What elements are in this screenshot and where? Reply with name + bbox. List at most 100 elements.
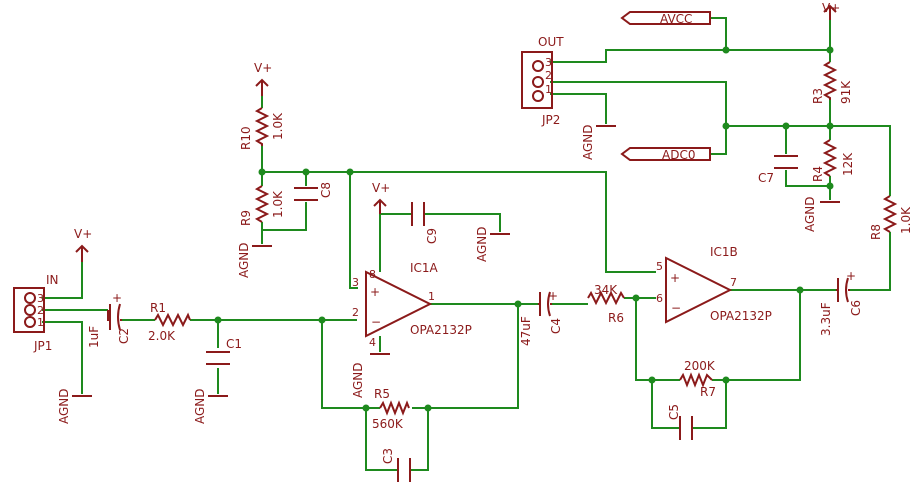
connector-body xyxy=(521,51,553,109)
pin-number: 1 xyxy=(428,290,435,303)
capacitor-ref: C5 xyxy=(667,404,681,420)
junction-dot xyxy=(214,316,222,324)
capacitor-plates xyxy=(836,277,850,303)
resistor-value: 200K xyxy=(684,359,716,373)
capacitor-plates xyxy=(679,416,693,440)
vplus-arrow-icon xyxy=(823,4,837,20)
junction-dot xyxy=(826,46,834,54)
wire-r5-right xyxy=(412,304,519,409)
capacitor-plates xyxy=(107,303,122,331)
wire-c7-bottom xyxy=(785,170,830,187)
resistor-r1: R1 2.0K xyxy=(148,301,191,343)
wires xyxy=(42,17,891,471)
pin-number: 7 xyxy=(730,276,737,289)
resistor-value: 1.0K xyxy=(899,206,913,234)
junction-dot xyxy=(782,122,790,130)
vplus-symbol: V+ xyxy=(74,227,92,262)
capacitor-ref: C9 xyxy=(425,228,439,244)
resistor-ref: R9 xyxy=(239,210,253,226)
port-label: AVCC xyxy=(660,12,692,26)
resistor-zigzag xyxy=(679,372,713,388)
junction-dot xyxy=(648,376,656,384)
resistor-value: 34K xyxy=(594,283,618,297)
wire-c3-right xyxy=(410,408,429,471)
opamp-part: OPA2132P xyxy=(710,309,772,323)
ground-symbol: AGND xyxy=(351,353,390,398)
vplus-symbol: V+ xyxy=(372,181,390,214)
wire-adc0 xyxy=(710,126,727,155)
capacitor-c4: + 47uF C4 xyxy=(519,289,563,346)
port-avcc: AVCC xyxy=(620,11,711,26)
wire-c9-right xyxy=(424,213,501,232)
pin-number: 2 xyxy=(352,306,359,319)
ground-symbol: AGND xyxy=(237,242,272,278)
opamp-part: OPA2132P xyxy=(410,323,472,337)
connector-body xyxy=(13,287,45,333)
pin-number: 3 xyxy=(545,56,552,69)
junction-dot xyxy=(424,404,432,412)
minus-sign: − xyxy=(371,315,381,329)
capacitor-ref: C1 xyxy=(226,337,242,351)
resistor-value: 91K xyxy=(839,80,853,104)
wire-c5-left xyxy=(651,380,680,429)
opamp-triangle xyxy=(665,256,733,324)
wire-bias xyxy=(262,171,656,273)
ground-label: AGND xyxy=(475,226,489,262)
ground-label: AGND xyxy=(193,388,207,424)
connector-name: OUT xyxy=(538,35,564,49)
wire-r7-left xyxy=(635,298,680,381)
supply-label: V+ xyxy=(74,227,92,241)
pin-number: 8 xyxy=(369,268,376,281)
resistor-zigzag xyxy=(154,312,191,328)
resistor-value: 12K xyxy=(841,152,855,176)
ground-label: AGND xyxy=(803,196,817,232)
port-label: ADC0 xyxy=(662,148,695,162)
capacitor-plates xyxy=(206,351,230,365)
pin-circle xyxy=(24,292,36,304)
connector-ref: JP1 xyxy=(33,339,52,353)
resistor-value: 560K xyxy=(372,417,404,431)
port-arrow-shape xyxy=(620,147,711,161)
pin-circle xyxy=(24,316,36,328)
wire-r7-right xyxy=(712,290,801,381)
resistor-ref: R5 xyxy=(374,387,390,401)
opamp-ic1a: + − 3 2 1 8 4 IC1A OPA2132P xyxy=(352,261,472,349)
polarity-plus: + xyxy=(548,289,558,303)
junction-dot xyxy=(722,376,730,384)
resistor-ref: R10 xyxy=(239,126,253,150)
junction-dot xyxy=(826,182,834,190)
minus-sign: − xyxy=(671,301,681,315)
junction-dot xyxy=(318,316,326,324)
ground-symbol: AGND xyxy=(475,226,510,262)
resistor-r3: R3 91K xyxy=(811,61,853,104)
capacitor-value: 1uF xyxy=(87,326,101,348)
resistor-value: 1.0K xyxy=(271,190,285,218)
capacitor-ref: C4 xyxy=(549,318,563,334)
capacitor-c1: C1 xyxy=(206,337,242,365)
capacitor-ref: C2 xyxy=(117,328,131,344)
junction-dot xyxy=(346,168,354,176)
pin-circle xyxy=(24,304,36,316)
pin-circle xyxy=(532,60,544,72)
pin-number: 6 xyxy=(656,292,663,305)
capacitor-c3: C3 xyxy=(381,448,411,482)
pin-circle xyxy=(532,90,544,102)
resistor-r5: R5 560K xyxy=(372,387,410,431)
capacitor-ref: C8 xyxy=(319,182,333,198)
resistor-zigzag xyxy=(882,195,898,233)
ground-label: AGND xyxy=(351,362,365,398)
resistor-zigzag xyxy=(254,107,270,146)
pin-circle xyxy=(532,76,544,88)
capacitor-plates xyxy=(411,202,425,226)
resistor-zigzag xyxy=(379,400,410,416)
capacitor-value: 3.3uF xyxy=(819,302,833,336)
resistor-ref: R3 xyxy=(811,88,825,104)
capacitor-plates xyxy=(397,458,411,482)
connector-jp1: 3 2 1 IN JP1 xyxy=(13,273,59,353)
capacitor-ref: C7 xyxy=(758,171,774,185)
ground-label: AGND xyxy=(237,242,251,278)
port-adc0: ADC0 xyxy=(620,147,711,162)
ground-label: AGND xyxy=(57,388,71,424)
resistor-value: 2.0K xyxy=(148,329,176,343)
